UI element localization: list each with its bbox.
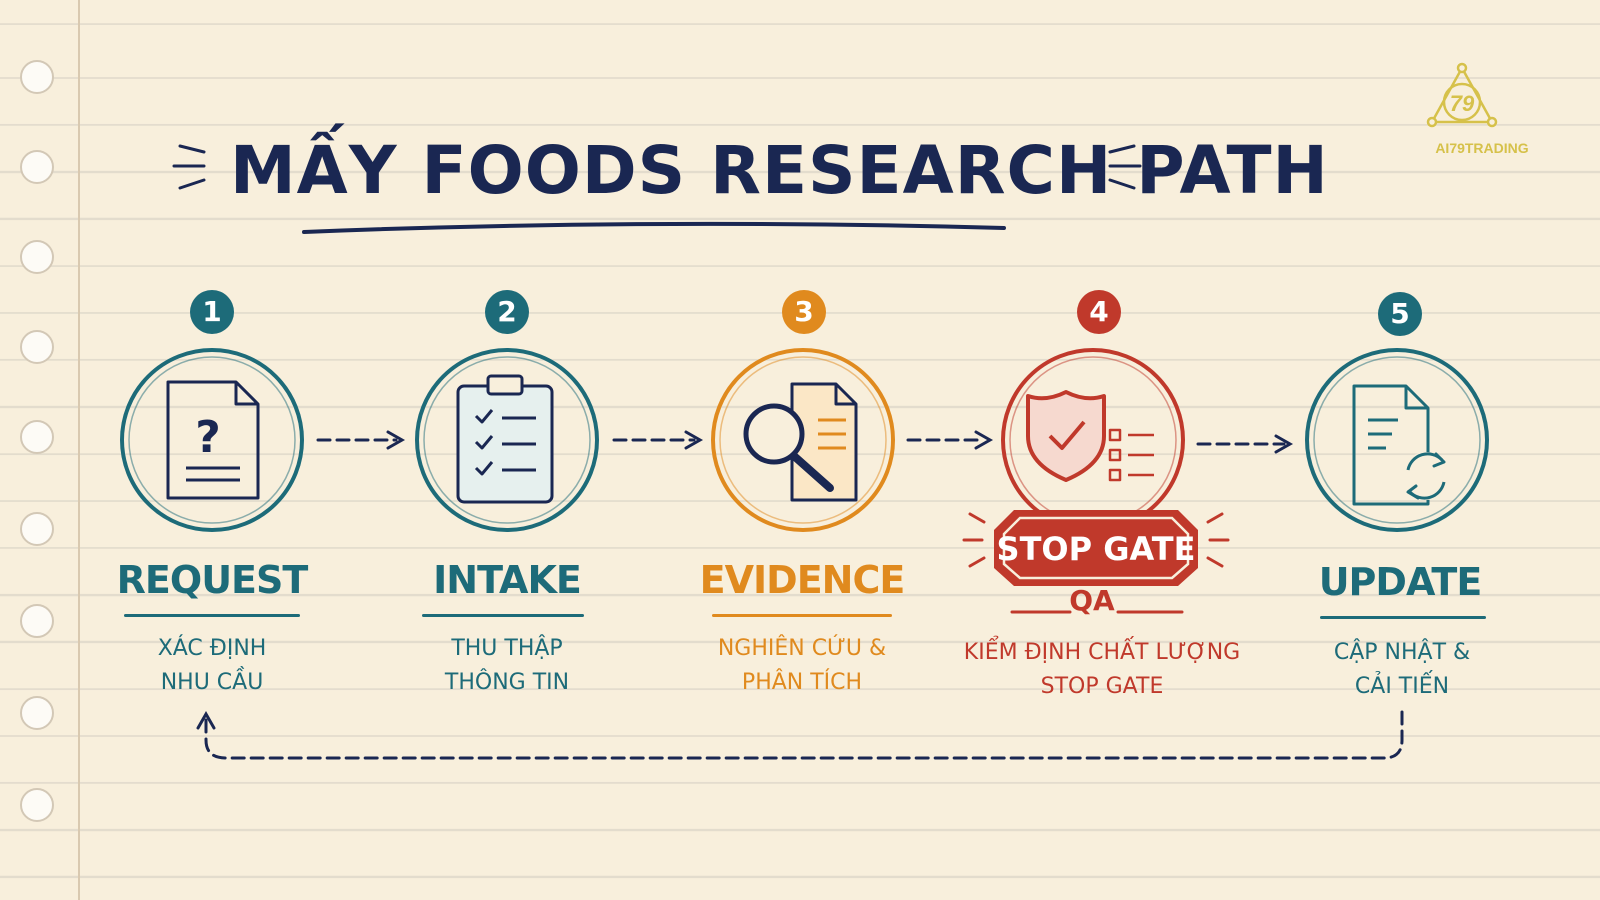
binder-hole [20, 604, 54, 638]
question-document-icon [166, 380, 260, 500]
binder-hole [20, 150, 54, 184]
description-line: PHÂN TÍCH [741, 670, 863, 695]
step-number-badge: 3 [782, 290, 826, 334]
binder-hole [20, 60, 54, 94]
step-number-badge: 5 [1378, 292, 1422, 336]
flow-arrow [316, 430, 406, 450]
svg-text:79: 79 [1450, 91, 1475, 116]
step-description-update: CẬP NHẬT & CẢI TIẾN [1272, 636, 1532, 704]
step-circle-update [1305, 348, 1489, 532]
binder-hole [20, 420, 54, 454]
logo-emblem-icon: 79 [1426, 62, 1498, 128]
label-underline [1320, 616, 1486, 619]
step-description-stop-gate: KIỂM ĐỊNH CHẤT LƯỢNG STOP GATE [952, 636, 1252, 704]
step-description-evidence: NGHIÊN CỨU & PHÂN TÍCH [672, 632, 932, 700]
description-line: THÔNG TIN [444, 670, 570, 695]
step-number-badge: 4 [1077, 290, 1121, 334]
logo-text: AI79TRADING [1435, 140, 1529, 156]
binder-hole [20, 788, 54, 822]
step-circle-evidence [711, 348, 895, 532]
stop-gate-sign [994, 510, 1198, 586]
stop-gate-text: STOP GATE [997, 530, 1196, 568]
document-refresh-icon [1352, 384, 1450, 506]
step-label-evidence: EVIDENCE [699, 558, 906, 602]
title-underline [302, 221, 1006, 234]
description-line: THU THẬP [451, 636, 563, 661]
label-underline [124, 614, 300, 617]
description-line: NGHIÊN CỨU & [717, 636, 887, 661]
step-number-badge: 2 [485, 290, 529, 334]
binder-hole [20, 330, 54, 364]
flow-arrow [612, 430, 704, 450]
binder-hole [20, 512, 54, 546]
svg-text:?: ? [195, 412, 221, 463]
description-line: XÁC ĐỊNH [157, 636, 267, 661]
step-circle-intake [415, 348, 599, 532]
step-label-intake: INTAKE [433, 558, 582, 602]
brand-logo: 79 AI79TRADING [1422, 60, 1542, 160]
description-line: CẬP NHẬT & [1333, 640, 1471, 665]
clipboard-checklist-icon [456, 374, 554, 504]
description-line: CẢI TIẾN [1354, 674, 1450, 699]
description-line: NHU CẦU [160, 670, 264, 695]
step-description-request: XÁC ĐỊNH NHU CẦU [82, 632, 342, 700]
label-underline [422, 614, 584, 617]
binder-hole [20, 240, 54, 274]
shield-check-icon [1026, 390, 1154, 482]
stop-gate-rays [962, 512, 1230, 568]
step-number-badge: 1 [190, 290, 234, 334]
title-sparkle-right [1108, 144, 1142, 190]
flow-arrow [1196, 434, 1294, 454]
step-description-intake: THU THẬP THÔNG TIN [377, 632, 637, 700]
description-line: KIỂM ĐỊNH CHẤT LƯỢNG [963, 640, 1241, 665]
notebook-margin-line [78, 0, 80, 900]
feedback-loop-arrow [196, 710, 1404, 760]
step-label-request: REQUEST [116, 558, 309, 602]
flow-arrow [906, 430, 994, 450]
binder-hole [20, 696, 54, 730]
magnifier-document-icon [743, 382, 858, 502]
step-label-update: UPDATE [1318, 560, 1483, 604]
description-line: STOP GATE [1040, 674, 1164, 699]
title-sparkle-left [172, 144, 206, 190]
label-underline [712, 614, 892, 617]
step-sublabel-qa: QA [1069, 584, 1115, 617]
step-circle-request [120, 348, 304, 532]
